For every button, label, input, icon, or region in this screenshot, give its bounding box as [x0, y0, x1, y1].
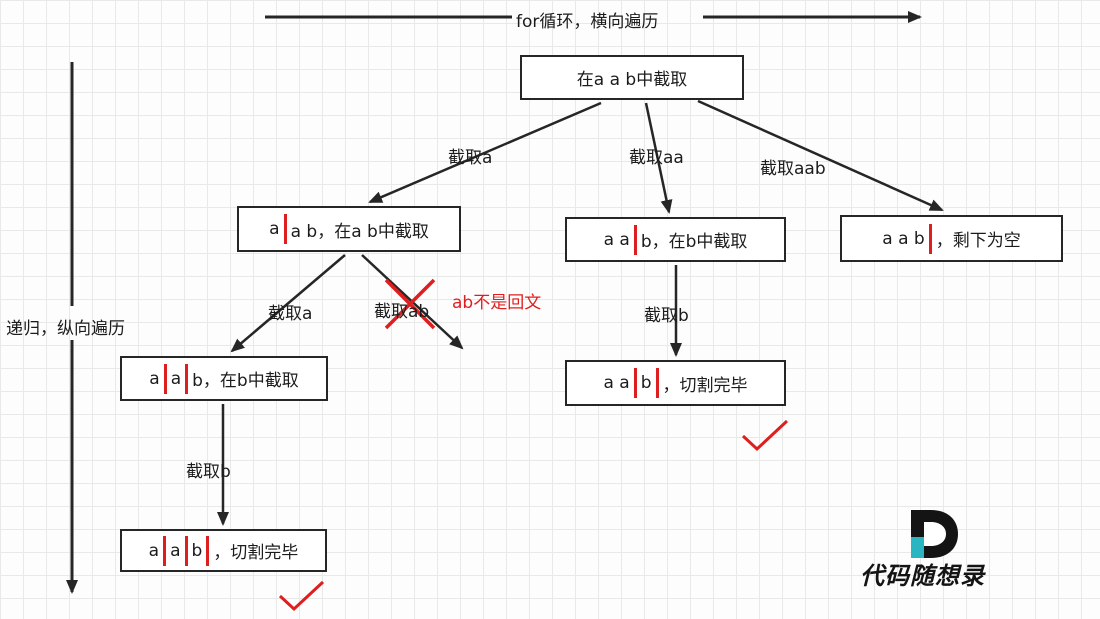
node-text: a — [148, 540, 160, 561]
node-text: a — [170, 540, 181, 561]
node-text: a a b — [882, 228, 925, 249]
edge-label-n4-n6: 截取b — [186, 462, 231, 482]
node-text: b — [640, 373, 652, 393]
node-n4: a a b，在b中截取 — [120, 356, 328, 401]
cut-bar — [163, 535, 167, 566]
cut-bar — [655, 368, 659, 398]
node-text: ，剩下为空 — [935, 231, 1021, 251]
node-root: 在a a b中截取 — [520, 55, 744, 100]
edge-label-root-n1: 截取a — [448, 148, 493, 168]
node-n1: a a b，在a b中截取 — [237, 206, 461, 252]
node-text: a a — [603, 229, 630, 250]
cut-bar — [928, 223, 932, 254]
node-text: b — [191, 540, 203, 561]
node-text: a a — [603, 373, 630, 393]
cut-bar — [185, 363, 189, 394]
node-n2: a a b，在b中截取 — [565, 217, 786, 262]
node-n5: a a b ，切割完毕 — [565, 360, 786, 406]
cut-bar — [206, 535, 210, 566]
node-text: a — [269, 219, 280, 239]
brand-logo-icon — [911, 510, 958, 558]
edge-label-n2-n5: 截取b — [644, 306, 689, 326]
edge-label-root-n3: 截取aab — [760, 159, 826, 179]
not-palindrome-note: ab不是回文 — [452, 293, 542, 313]
cut-bar — [633, 368, 637, 398]
node-text: b，在b中截取 — [192, 371, 299, 391]
node-text: a b，在a b中截取 — [290, 221, 429, 242]
node-text: a — [170, 368, 182, 389]
node-text: 在a a b中截取 — [576, 70, 688, 90]
edge-label-n1-invalid: 截取ab — [374, 302, 430, 322]
cut-bar — [633, 224, 637, 255]
node-n6: a a b ，切割完毕 — [120, 529, 327, 572]
node-n3: a a b ，剩下为空 — [840, 215, 1063, 262]
node-text: a — [149, 368, 160, 389]
edge-label-root-n2: 截取aa — [629, 148, 684, 168]
node-text: ，切割完毕 — [213, 543, 299, 563]
edge-label-n1-n4: 截取a — [268, 304, 313, 324]
top-axis-label: for循环，横向遍历 — [516, 12, 659, 32]
cut-bar — [283, 214, 287, 244]
node-text: ，切割完毕 — [662, 375, 748, 396]
check-mark-n5 — [741, 419, 789, 452]
brand-name: 代码随想录 — [860, 564, 985, 590]
node-text: b，在b中截取 — [640, 232, 748, 252]
left-axis-label: 递归，纵向遍历 — [6, 319, 125, 339]
check-mark-n6 — [278, 580, 325, 612]
cut-bar — [184, 535, 188, 566]
cut-bar — [163, 363, 167, 394]
